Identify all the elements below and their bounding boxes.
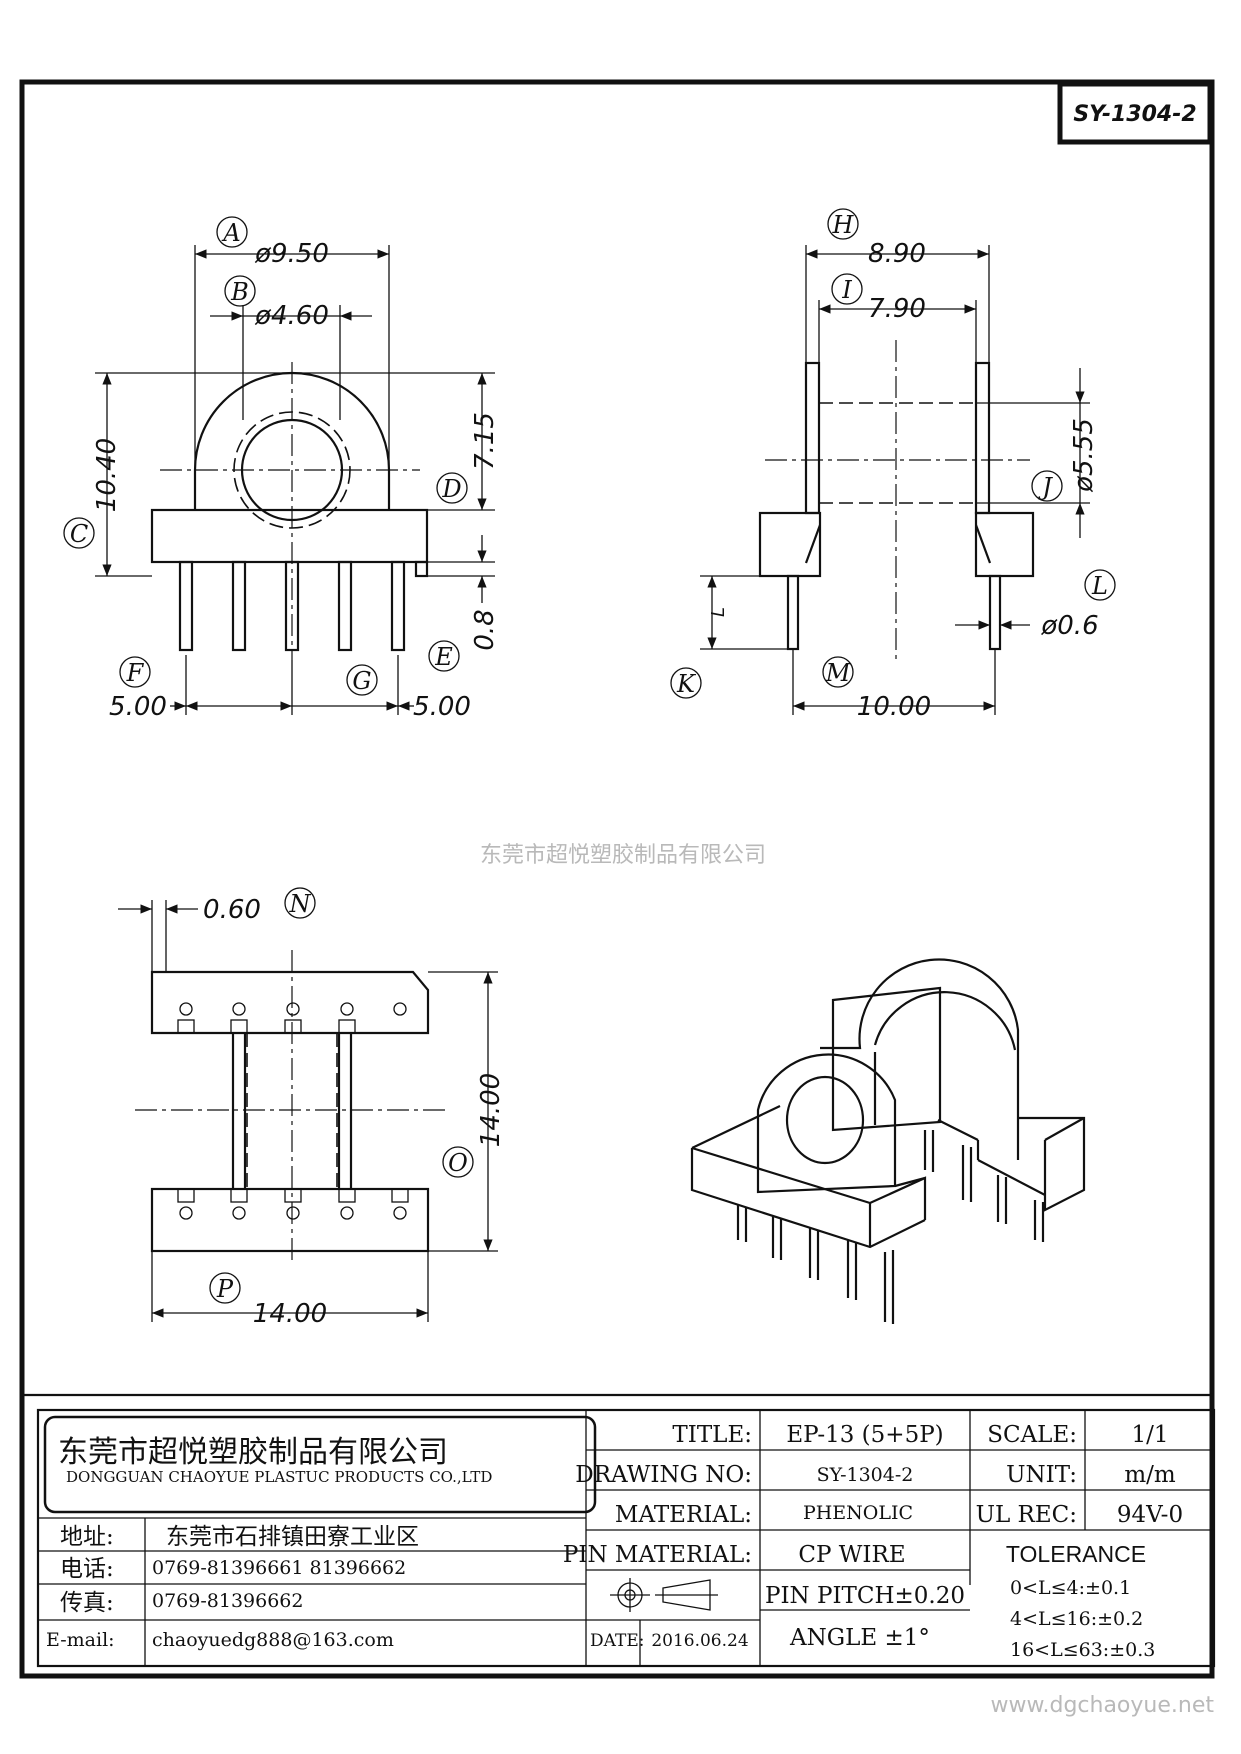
dim-p-value: 14.00 [253, 1299, 327, 1329]
drawing-no-value: SY-1304-2 [817, 1464, 914, 1486]
dim-o-value: 14.00 [476, 1073, 506, 1147]
svg-text:H: H [832, 211, 855, 239]
fax-value: 0769-81396662 [152, 1590, 303, 1612]
svg-text:N: N [289, 890, 312, 918]
dim-e-value: 0.8 [470, 609, 500, 650]
svg-text:D: D [441, 475, 461, 503]
ul-rec-label: UL REC: [976, 1502, 1077, 1528]
drawing-no-label: DRAWING NO: [575, 1462, 752, 1488]
dim-c-value: 10.40 [92, 438, 122, 512]
title-block: 东莞市超悦塑胶制品有限公司 DONGGUAN CHAOYUE PLASTUC P… [22, 1393, 1216, 1668]
drawing-id: SY-1304-2 [1073, 102, 1196, 127]
scale-label: SCALE: [987, 1422, 1077, 1448]
svg-text:L: L [1091, 572, 1108, 600]
dim-n-value: 0.60 [203, 895, 261, 925]
svg-text:K: K [676, 670, 697, 698]
address-value: 东莞市石排镇田寮工业区 [166, 1524, 419, 1550]
side-view [758, 340, 1035, 660]
company-name-en: DONGGUAN CHAOYUE PLASTUC PRODUCTS CO.,LT… [66, 1468, 492, 1486]
pin-material-value: CP WIRE [798, 1542, 905, 1568]
sheet-border [19, 79, 1215, 1679]
svg-text:M: M [825, 659, 852, 687]
pin-pitch-value: PIN PITCH±0.20 [765, 1583, 965, 1609]
svg-text:J: J [1037, 473, 1053, 501]
material-label: MATERIAL: [615, 1502, 752, 1528]
watermark-company: 东莞市超悦塑胶制品有限公司 [480, 843, 766, 868]
watermark-url: www.dgchaoyue.net [991, 1693, 1215, 1718]
dim-d-value: 7.15 [470, 412, 500, 470]
dim-a-value: ø9.50 [254, 239, 329, 269]
svg-text:A: A [221, 219, 240, 247]
svg-text:F: F [126, 659, 145, 687]
phone-label: 电话: [60, 1556, 114, 1582]
dim-j-value: ø5.55 [1069, 418, 1099, 493]
dim-m-value: 10.00 [857, 692, 931, 722]
isometric-view [690, 958, 1086, 1324]
company-name-cn: 东莞市超悦塑胶制品有限公司 [58, 1435, 448, 1470]
dim-i-value: 7.90 [868, 294, 926, 324]
front-view-dimensions: ø9.50 A ø4.60 B 10.40 C 7.15 D 0.8 E 5.0… [63, 216, 500, 722]
projection-symbol-icon [610, 1578, 718, 1612]
email-value: chaoyuedg888@163.com [152, 1629, 394, 1651]
front-view [150, 362, 429, 660]
unit-value: m/m [1124, 1462, 1176, 1488]
dim-h-value: 8.90 [868, 239, 926, 269]
side-view-dimensions: 8.90 H 7.90 I ø5.55 J L K ø0.6 L 10.00 M [670, 208, 1116, 722]
dim-k-value: L [708, 607, 729, 617]
title-value: EP-13 (5+5P) [786, 1422, 943, 1448]
angle-value: ANGLE ±1° [789, 1625, 930, 1651]
scale-value: 1/1 [1131, 1422, 1168, 1448]
top-view-dimensions: 0.60 N 14.00 O 14.00 P [118, 887, 506, 1329]
unit-label: UNIT: [1006, 1462, 1077, 1488]
tolerance-row-2: 4<L≤16:±0.2 [1010, 1608, 1143, 1630]
svg-text:I: I [841, 276, 852, 304]
date-value: 2016.06.24 [651, 1631, 748, 1651]
date-label: DATE: [590, 1631, 644, 1651]
dim-g-value: 5.00 [413, 692, 471, 722]
material-value: PHENOLIC [803, 1502, 913, 1524]
dim-f-value: 5.00 [109, 692, 167, 722]
pin-material-label: PIN MATERIAL: [563, 1542, 752, 1568]
drawing-id-box: SY-1304-2 [1057, 81, 1213, 145]
tolerance-row-1: 0<L≤4:±0.1 [1010, 1577, 1131, 1599]
dim-b-value: ø4.60 [254, 301, 329, 331]
svg-text:O: O [448, 1149, 468, 1177]
ul-rec-value: 94V-0 [1117, 1502, 1183, 1528]
tolerance-label: TOLERANCE [1006, 1541, 1146, 1567]
fax-label: 传真: [60, 1590, 114, 1616]
title-label: TITLE: [672, 1422, 752, 1448]
svg-text:B: B [230, 278, 249, 306]
email-label: E-mail: [46, 1629, 115, 1651]
svg-text:P: P [216, 1275, 234, 1303]
svg-text:C: C [70, 520, 88, 548]
address-label: 地址: [60, 1524, 114, 1550]
top-view [135, 950, 445, 1265]
svg-text:G: G [352, 667, 371, 695]
phone-value: 0769-81396661 81396662 [152, 1557, 406, 1579]
tolerance-row-3: 16<L≤63:±0.3 [1010, 1639, 1155, 1661]
dim-l-value: ø0.6 [1040, 611, 1098, 641]
svg-text:E: E [434, 643, 453, 671]
